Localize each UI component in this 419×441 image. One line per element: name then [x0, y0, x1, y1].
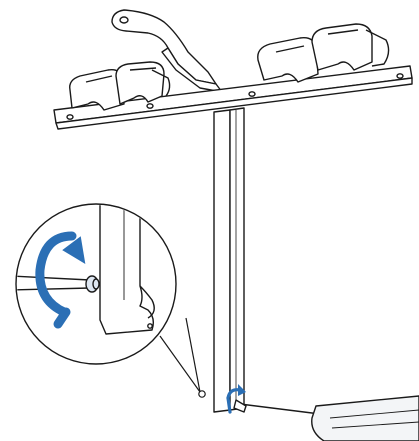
bar-hole [248, 91, 256, 97]
detail-magnifier [15, 203, 201, 393]
horizontal-bar [53, 65, 413, 130]
magnifier-pointer [185, 317, 201, 393]
left-clip [69, 61, 171, 111]
screwdriver-icon [233, 395, 419, 441]
magnified-post [99, 205, 155, 335]
post-screw [198, 390, 206, 398]
magnified-hole [147, 323, 153, 329]
right-clip [257, 23, 390, 83]
bracket-hole [119, 16, 129, 24]
clockwise-arrow-icon [226, 384, 246, 414]
vertical-post [213, 107, 245, 413]
bar-hole [146, 103, 154, 109]
magnifier-pointer [159, 335, 201, 393]
bar-hole [396, 73, 404, 79]
clockwise-arrow-icon [35, 231, 86, 329]
bar-hole [66, 114, 74, 120]
